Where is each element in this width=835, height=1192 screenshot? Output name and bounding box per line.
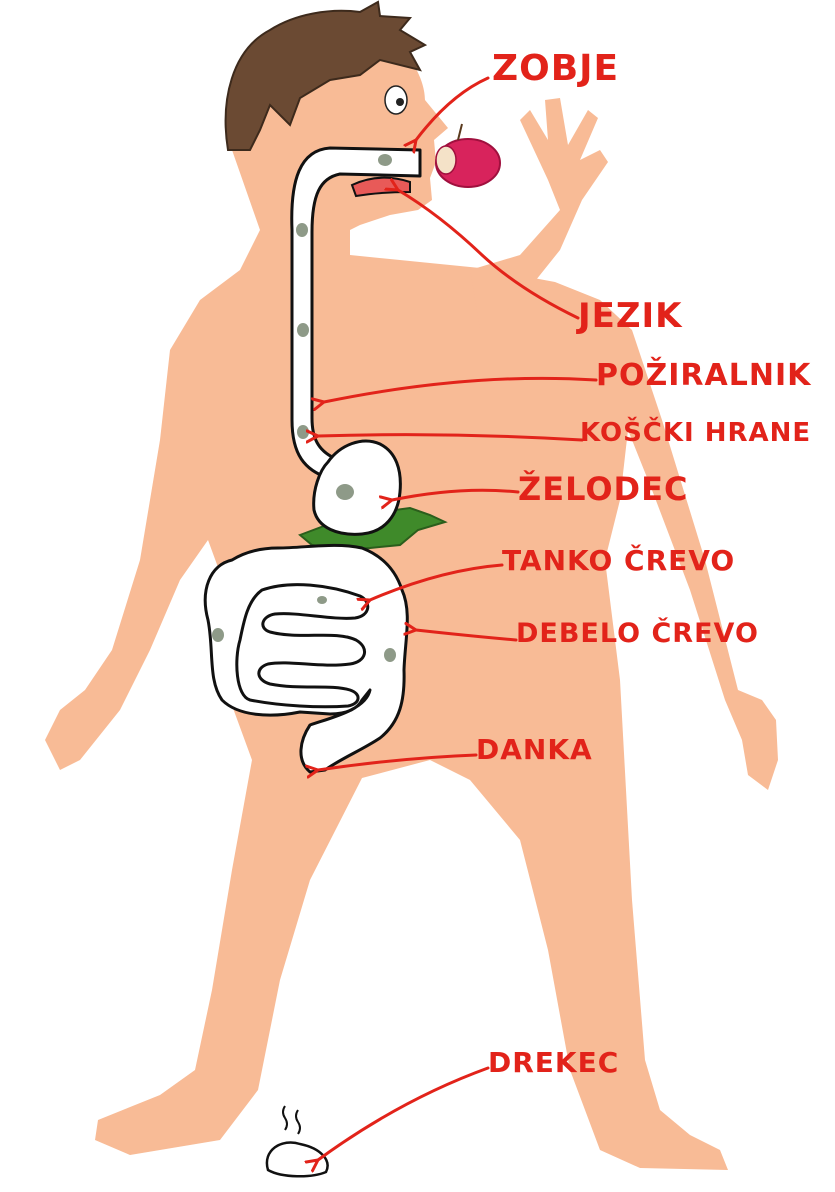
apple-icon: [436, 124, 500, 187]
human-body: [45, 24, 778, 1170]
label-drekec: DREKEC: [488, 1046, 619, 1079]
eye: [385, 86, 407, 114]
label-debelo-crevo: DEBELO ČREVO: [516, 618, 759, 649]
small-intestine: [237, 585, 368, 707]
label-zelodec: ŽELODEC: [518, 470, 688, 508]
label-poziralnik: POŽIRALNIK: [596, 358, 811, 393]
stool-icon: [267, 1106, 328, 1176]
label-jezik: JEZIK: [578, 296, 683, 336]
label-zobje: ZOBJE: [492, 48, 619, 89]
label-koscki-hrane: KOŠČKI HRANE: [580, 418, 811, 448]
label-danka: DANKA: [476, 733, 593, 766]
label-tanko-crevo: TANKO ČREVO: [502, 544, 735, 577]
arrow-drekec: [318, 1068, 488, 1160]
